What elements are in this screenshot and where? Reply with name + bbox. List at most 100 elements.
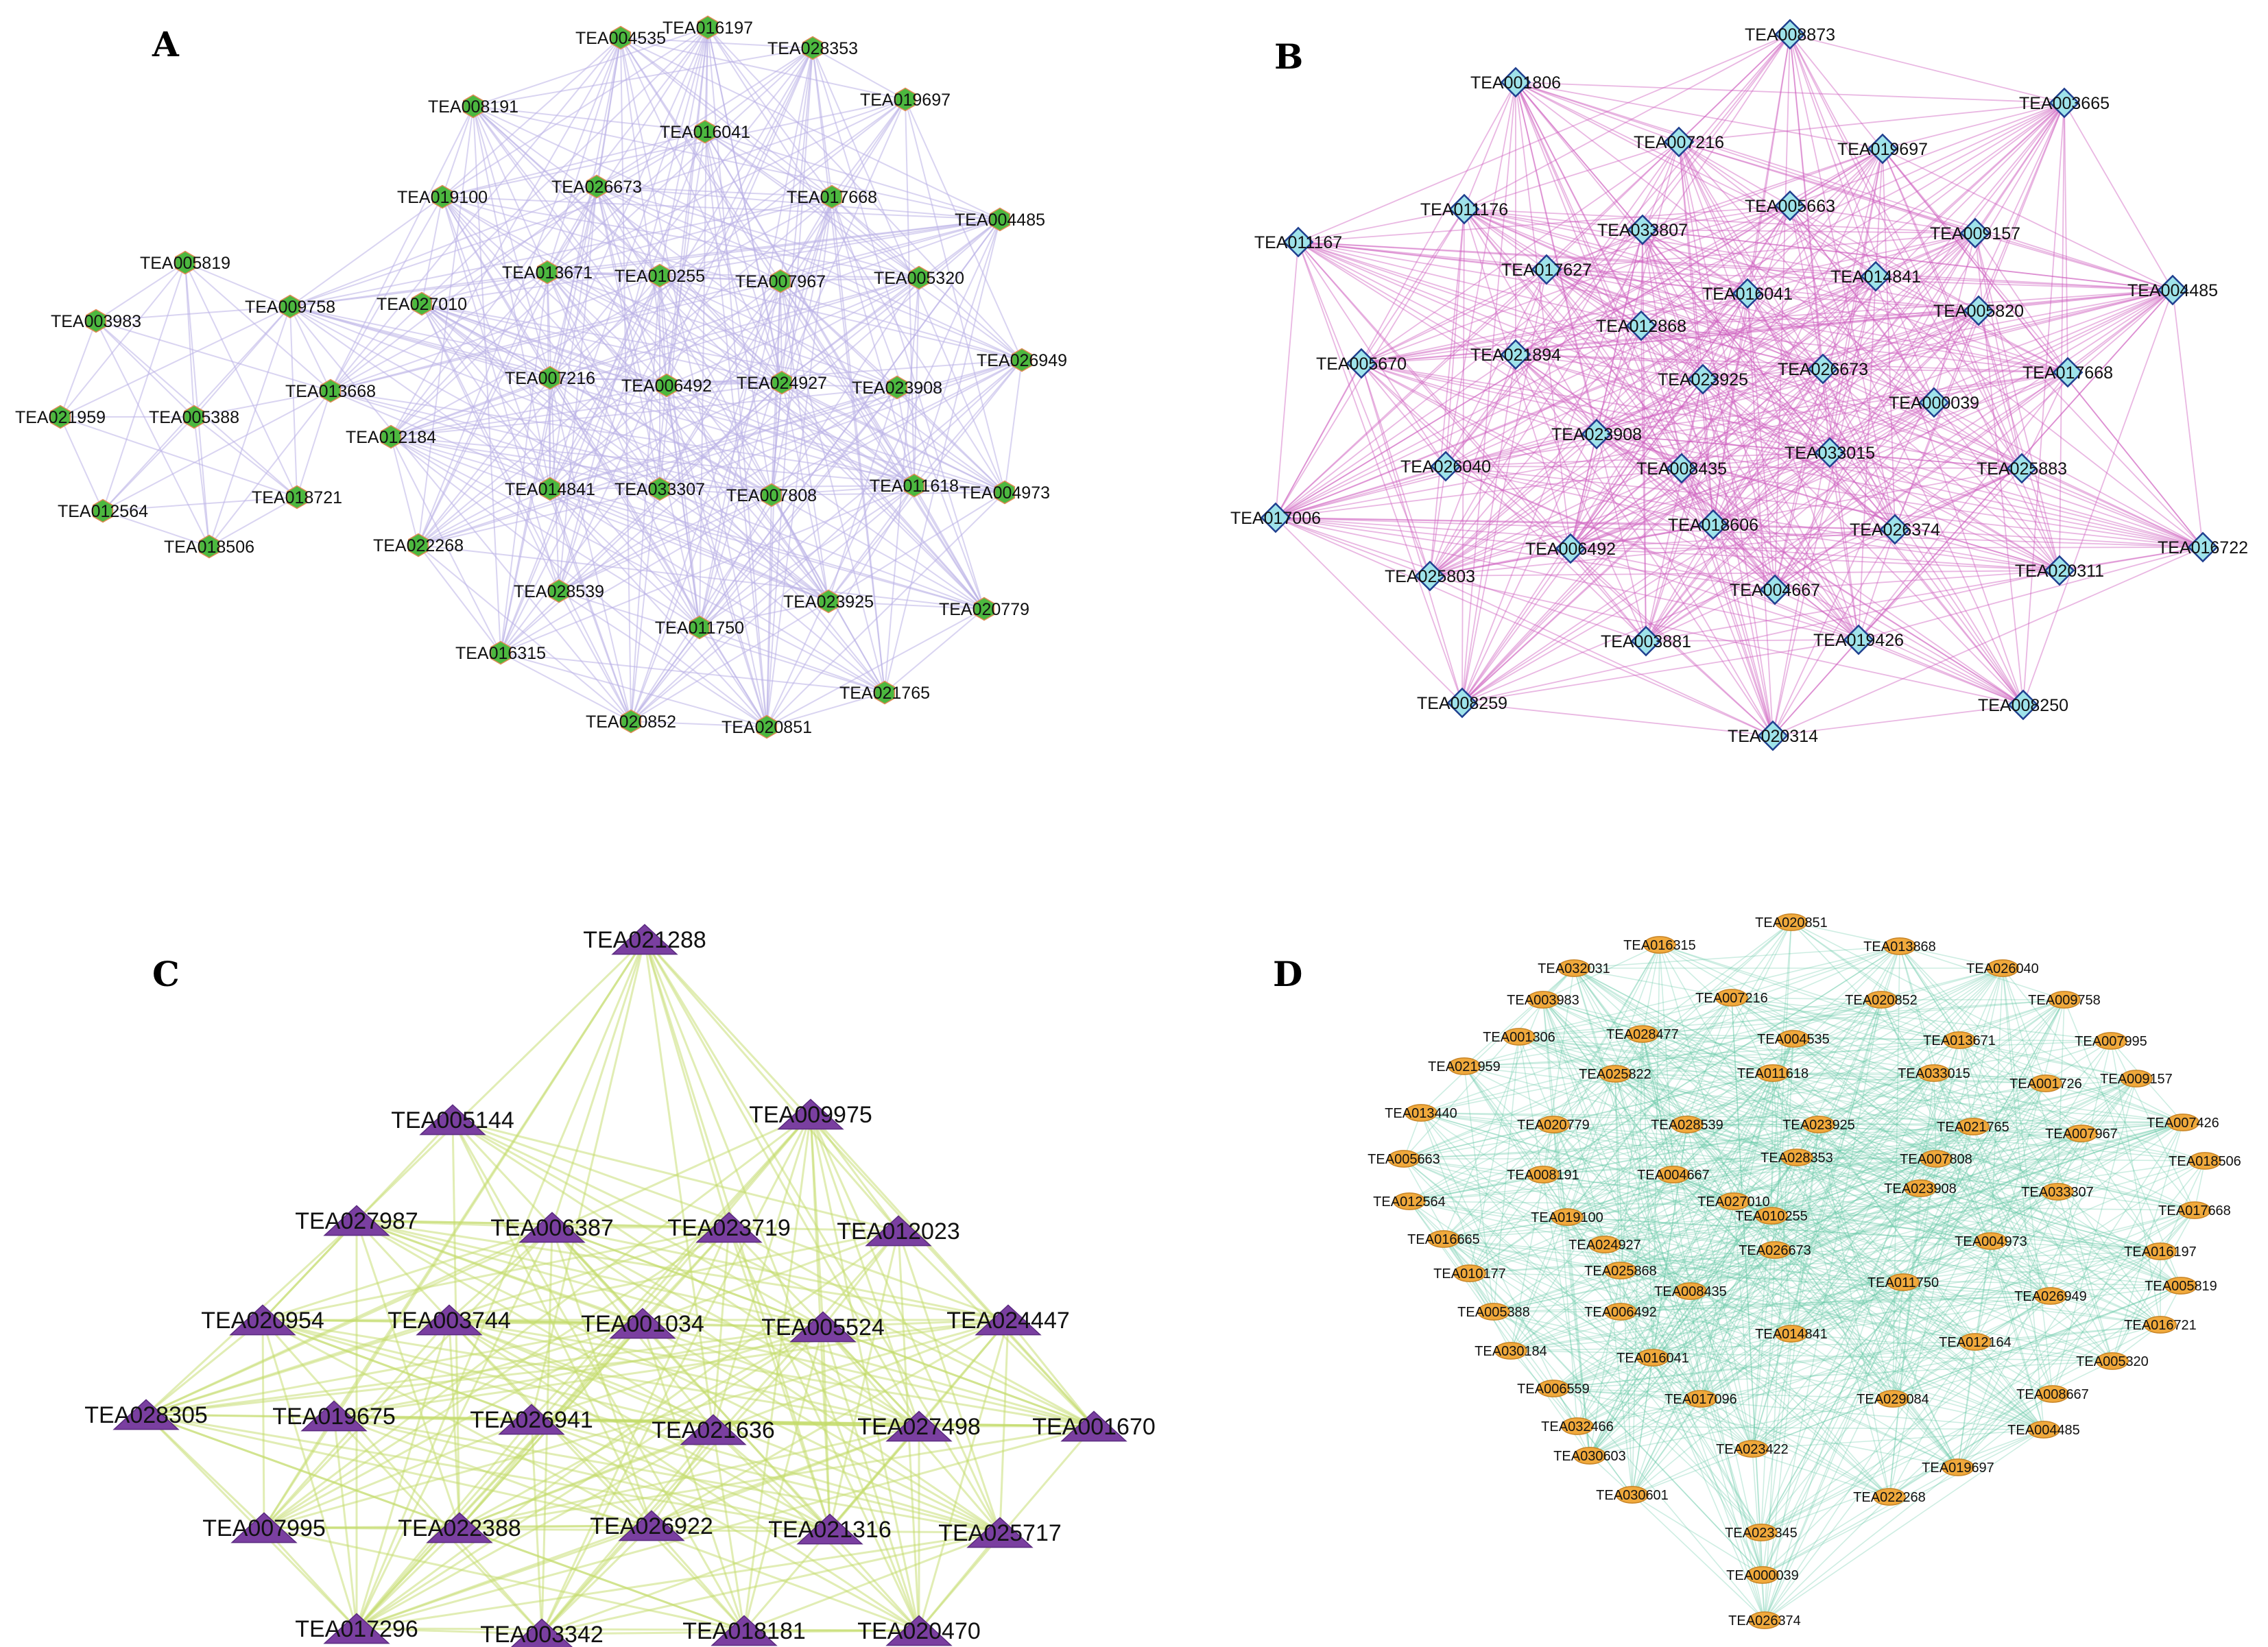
panel-b-node: TEA023908 bbox=[1551, 418, 1642, 450]
panel-b-edge bbox=[1789, 205, 2024, 706]
panel-a-edge bbox=[905, 99, 1005, 493]
panel-d-edge bbox=[1620, 1295, 2051, 1312]
panel-c-node: TEA020954 bbox=[201, 1304, 324, 1336]
panel-d-node-label: TEA016665 bbox=[1407, 1232, 1480, 1247]
panel-a-node-marker bbox=[689, 615, 711, 640]
panel-d-edge bbox=[1731, 946, 1900, 998]
panel-a-edge bbox=[596, 131, 706, 187]
panel-d-edge bbox=[1793, 1038, 1937, 1159]
panel-b-edge bbox=[1978, 102, 2065, 311]
panel-b-node: TEA005820 bbox=[1933, 295, 2024, 326]
panel-d-node-label: TEA033307 bbox=[2021, 1185, 2094, 1200]
panel-b-edge bbox=[1894, 468, 2022, 530]
panel-b-edge bbox=[1570, 402, 1935, 549]
panel-b-edge bbox=[1712, 102, 2065, 525]
panel-d-edge bbox=[1553, 1388, 1894, 1399]
panel-b-edge bbox=[1546, 232, 1976, 270]
panel-c-edge bbox=[356, 1219, 1009, 1321]
panel-b-edge bbox=[1515, 354, 1647, 642]
panel-a-node-label: TEA013668 bbox=[285, 382, 376, 401]
panel-d-edge bbox=[1443, 1238, 1763, 1576]
panel-b-edge bbox=[1974, 232, 2173, 291]
panel-c-edge bbox=[449, 1319, 831, 1530]
panel-c-node-label: TEA003342 bbox=[480, 1622, 604, 1647]
panel-a-edge bbox=[549, 387, 898, 490]
panel-d-edge bbox=[1632, 1357, 1654, 1495]
panel-d-edge bbox=[1762, 1295, 2051, 1576]
panel-a-edge bbox=[500, 280, 781, 653]
panel-b-node-label: TEA005820 bbox=[1933, 302, 2024, 321]
panel-a-node-label: TEA028539 bbox=[514, 582, 604, 601]
panel-b-edge bbox=[1642, 34, 1791, 230]
panel-d-node: TEA029084 bbox=[1857, 1390, 1929, 1408]
panel-a-edge bbox=[630, 385, 667, 722]
panel-d-edge bbox=[1959, 1039, 2113, 1362]
panel-b-edge bbox=[1645, 289, 2173, 642]
panel-d-edge bbox=[1652, 1158, 1937, 1358]
panel-d-edge bbox=[2052, 1122, 2184, 1395]
panel-c-edge bbox=[531, 1418, 920, 1632]
panel-b-edge bbox=[1429, 141, 1680, 577]
panel-d-edge bbox=[1686, 1124, 1776, 1251]
panel-a-node: TEA026673 bbox=[551, 174, 642, 199]
panel-a-node: TEA007967 bbox=[735, 269, 826, 293]
panel-d-edge bbox=[1510, 1350, 2113, 1362]
panel-b-node-marker bbox=[1500, 339, 1531, 370]
panel-d-node-label: TEA029084 bbox=[1857, 1392, 1929, 1407]
panel-d-edge bbox=[1566, 1216, 1776, 1251]
panel-b-edge bbox=[1570, 289, 2173, 549]
panel-b-edge bbox=[1515, 354, 1714, 525]
panel-b-edge bbox=[1429, 354, 1516, 577]
panel-b-edge bbox=[1596, 293, 1748, 435]
panel-a-node-label: TEA007808 bbox=[726, 486, 817, 505]
panel-d-edge bbox=[2002, 967, 2044, 1430]
panel-d-edge bbox=[1760, 1285, 2182, 1533]
panel-b-edge bbox=[1275, 141, 1680, 518]
panel-a-node-label: TEA024927 bbox=[737, 374, 827, 393]
panel-b-edge bbox=[1774, 289, 2173, 590]
panel-a-edge bbox=[473, 106, 548, 273]
panel-d-edge bbox=[1542, 999, 1688, 1125]
panel-d-edge bbox=[1403, 1126, 1974, 1159]
panel-b-edge bbox=[1515, 82, 1883, 149]
panel-d-edge bbox=[1443, 1238, 1765, 1621]
panel-b-edge bbox=[1515, 325, 1642, 355]
panel-c-edge bbox=[261, 1319, 265, 1528]
panel-b-edge bbox=[1461, 468, 2022, 704]
panel-d-edge bbox=[1796, 1072, 1935, 1158]
panel-d-edge bbox=[1577, 1282, 1904, 1427]
panel-b-edge bbox=[1645, 546, 2204, 642]
panel-d-edge bbox=[1620, 1270, 1959, 1468]
panel-d-edge bbox=[1659, 944, 1960, 1041]
panel-b-edge bbox=[1570, 293, 1748, 549]
panel-d-edge bbox=[1933, 1072, 1974, 1127]
panel-b-node-marker bbox=[2049, 87, 2080, 119]
panel-a-edges bbox=[60, 27, 1023, 728]
panel-d-edge bbox=[1589, 1398, 1894, 1456]
panel-b-node: TEA004485 bbox=[2127, 274, 2218, 306]
panel-c-edge bbox=[263, 1319, 1009, 1529]
panel-a-node: TEA019100 bbox=[397, 184, 488, 209]
panel-d-edge bbox=[1733, 1201, 1776, 1251]
panel-b-edge bbox=[1461, 293, 1748, 704]
panel-d-node-label: TEA013868 bbox=[1863, 939, 1936, 954]
panel-d-edge bbox=[1518, 1036, 2182, 1286]
panel-a-letter: A bbox=[152, 24, 180, 64]
panel-d-edge bbox=[1403, 1158, 1772, 1216]
panel-b-edge bbox=[1515, 82, 1714, 525]
panel-b-edge bbox=[1774, 310, 1979, 590]
panel-d-node-label: TEA013440 bbox=[1385, 1106, 1457, 1121]
panel-d-node: TEA020851 bbox=[1755, 913, 1828, 931]
panel-c-node: TEA006387 bbox=[490, 1212, 614, 1243]
panel-a-edge bbox=[193, 416, 210, 547]
panel-b-edge bbox=[1642, 229, 1774, 736]
panel-b-node-label: TEA018606 bbox=[1668, 516, 1758, 535]
panel-b-node: TEA025803 bbox=[1385, 560, 1475, 592]
panel-d-edge bbox=[1972, 1126, 2051, 1297]
panel-a-edge bbox=[289, 186, 597, 307]
panel-b-edge bbox=[1461, 102, 2065, 704]
panel-d-edge bbox=[1620, 1249, 1776, 1271]
panel-b-edge bbox=[1445, 208, 1465, 467]
panel-b-node-label: TEA026673 bbox=[1778, 360, 1868, 379]
panel-d-node: TEA026949 bbox=[2014, 1287, 2087, 1305]
